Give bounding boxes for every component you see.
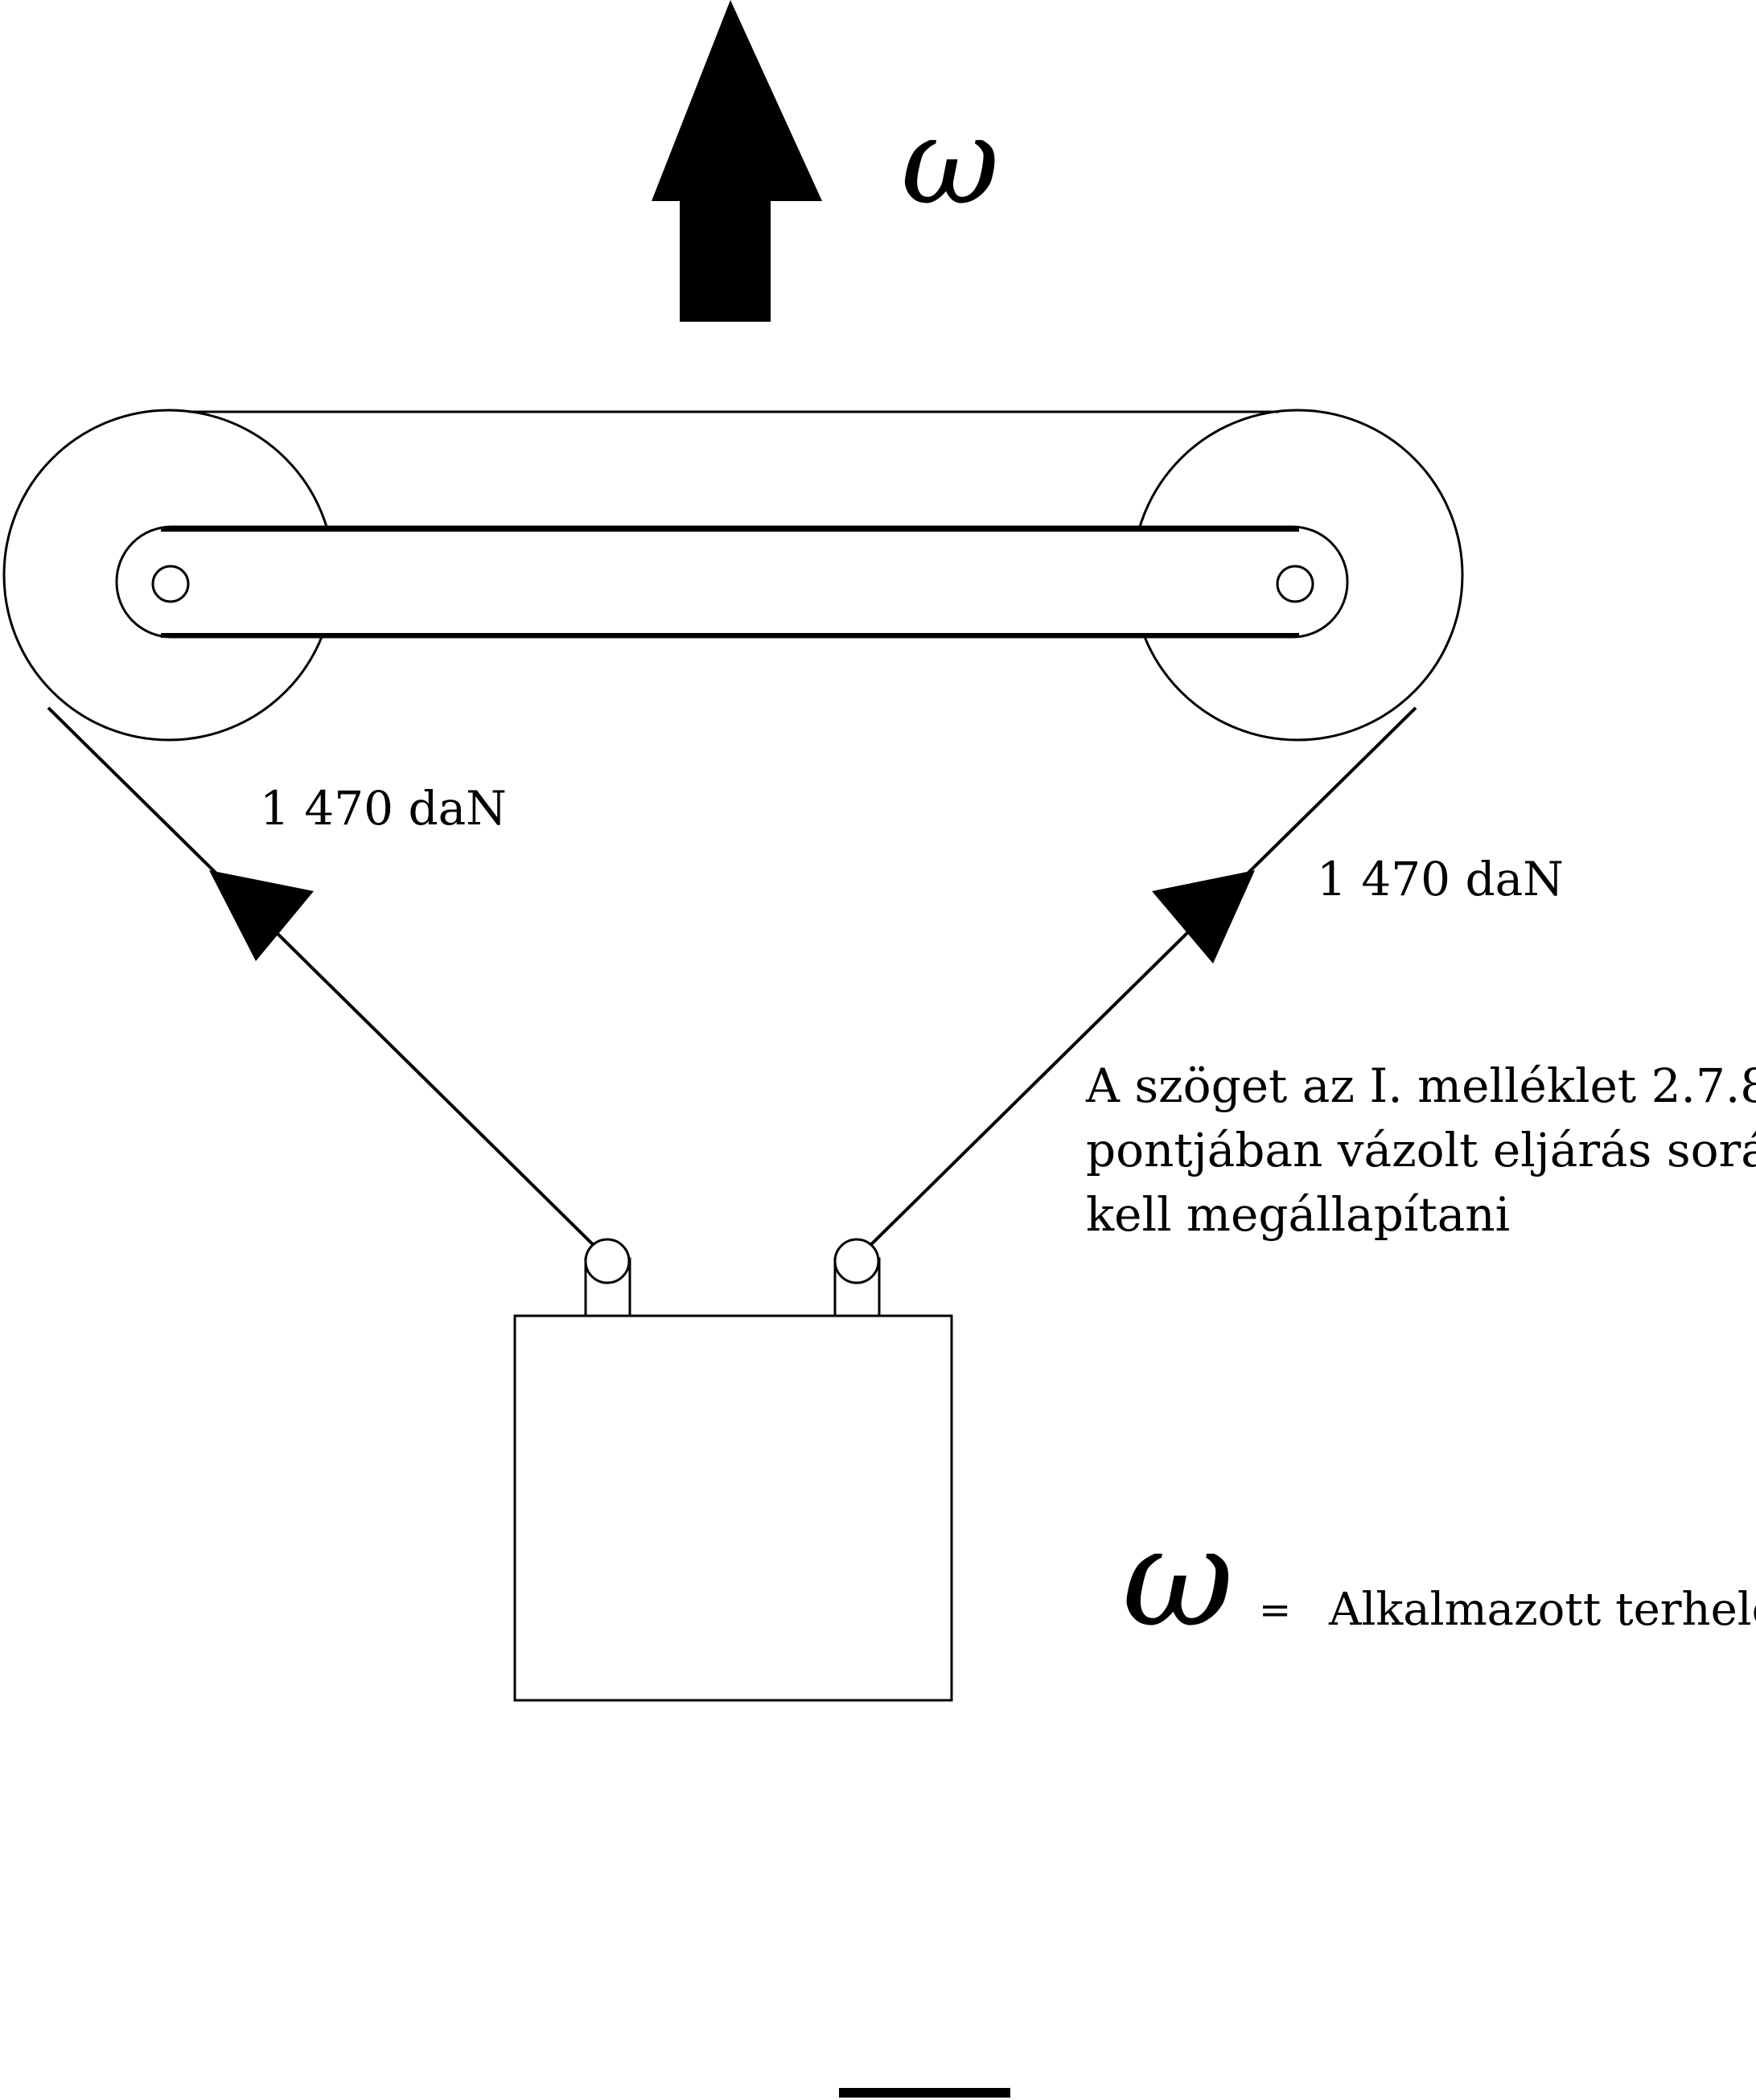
angle-note: A szöget az I. melléklet 2.7.8.1. pontjá… bbox=[1085, 1058, 1756, 1242]
right-axle bbox=[1276, 565, 1314, 603]
load-block bbox=[513, 1314, 953, 1702]
angle-note-line-2: pontjában vázolt eljárás során bbox=[1086, 1123, 1756, 1177]
bottom-rule bbox=[839, 2088, 1010, 2098]
omega-symbol-legend: ω bbox=[1122, 1498, 1234, 1658]
angle-note-line-1: A szöget az I. melléklet 2.7.8.1. bbox=[1085, 1058, 1756, 1113]
angle-note-line-3: kell megállapítani bbox=[1086, 1187, 1510, 1242]
legend-equals: = bbox=[1259, 1588, 1291, 1633]
omega-symbol-top: ω bbox=[901, 92, 999, 232]
left-anchor-pin bbox=[584, 1238, 631, 1284]
right-anchor-pin bbox=[833, 1238, 880, 1284]
left-strap bbox=[47, 706, 609, 1260]
load-arrow bbox=[652, 0, 822, 322]
force-label-left: 1 470 daN bbox=[260, 781, 507, 836]
force-label-right: 1 470 daN bbox=[1317, 852, 1564, 906]
left-axle bbox=[151, 565, 190, 603]
right-force-arrowhead bbox=[1152, 870, 1255, 964]
left-force-arrowhead bbox=[209, 870, 314, 961]
right-strap bbox=[855, 706, 1417, 1260]
axle-bar bbox=[115, 525, 1349, 639]
legend-text: Alkalmazott terhelés bbox=[1328, 1584, 1756, 1636]
